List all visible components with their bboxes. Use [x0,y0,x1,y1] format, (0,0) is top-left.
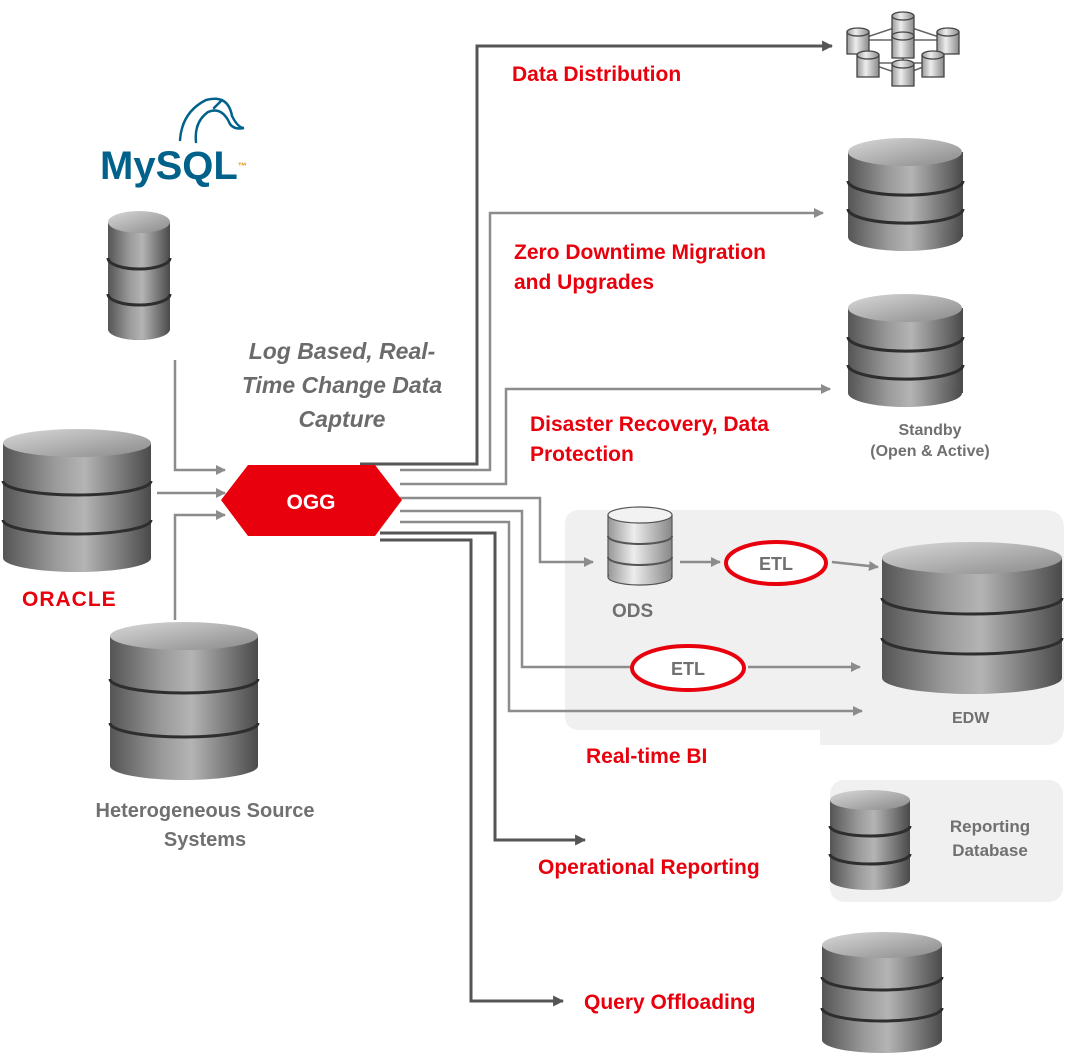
disaster-recovery-line-1: Disaster Recovery, Data [530,413,769,436]
etl-to-edw-arrow [831,560,879,571]
hetero-to-ogg-arrow [173,510,226,620]
etl-node-1-label: ETL [759,554,793,574]
migration-target-database-icon [846,138,965,251]
standby-label: Standby (Open & Active) [860,420,1000,462]
edw-label: EDW [952,710,990,727]
mysql-logo: MySQL™ [100,144,247,188]
disaster-recovery-line-2: Protection [530,443,634,466]
mysql-dolphin-icon [178,97,245,144]
reporting-db-line-1: Reporting [949,817,1031,836]
to-etl2-line [400,509,630,669]
capture-note-line-2: Time Change Data [241,372,443,398]
etl-node-2 [630,644,746,692]
operational-reporting-label: Operational Reporting [538,856,760,879]
sources-caption: Heterogeneous Source Systems [70,797,340,855]
ogg-hub-shape [221,465,402,536]
data-distribution-label: Data Distribution [512,63,682,86]
oracle-logo: ORACLE [22,588,117,611]
ogg-hub-label: OGG [286,491,335,514]
etl-node-2-label: ETL [671,659,705,679]
realtime-bi-label: Real-time BI [586,745,708,768]
reporting-db-label: Reporting Database [930,815,1050,863]
distributed-database-network-icon [846,11,960,87]
ods-label: ODS [612,601,654,622]
to-edw-direct-arrow [400,520,863,716]
zero-downtime-line-1: Zero Downtime Migration [514,241,766,264]
disaster-recovery-label: Disaster Recovery, Data Protection [530,410,769,470]
query-offloading-arrow [380,538,565,1007]
query-offloading-label: Query Offloading [584,991,756,1014]
sources-caption-line-1: Heterogeneous Source [95,800,315,822]
standby-database-icon [846,294,965,407]
mysql-database-icon [106,211,172,340]
mysql-logo-text: MySQL [100,144,238,188]
mysql-to-ogg-arrow [173,360,226,475]
disaster-recovery-arrow [400,384,831,486]
operational-reporting-arrow [380,531,587,846]
standby-line-1: Standby [898,422,962,439]
zero-downtime-label: Zero Downtime Migration and Upgrades [514,238,766,298]
standby-line-2: (Open & Active) [870,443,990,460]
zero-downtime-arrow [400,208,824,472]
capture-note-line-3: Capture [298,406,386,432]
etl-node-1 [724,540,828,586]
oracle-database-icon [1,429,153,572]
zero-downtime-line-2: and Upgrades [514,271,655,294]
sources-caption-line-2: Systems [163,829,247,851]
reporting-db-line-2: Database [952,841,1028,860]
edw-database-icon [880,542,1064,694]
reporting-database-icon [828,790,912,890]
data-distribution-arrow [360,40,834,466]
capture-note: Log Based, Real- Time Change Data Captur… [212,334,472,436]
ods-database-icon [607,506,673,586]
offload-database-icon [820,932,944,1053]
to-ods-arrow [400,496,594,567]
heterogeneous-database-icon [108,622,260,780]
capture-note-line-1: Log Based, Real- [248,338,436,364]
